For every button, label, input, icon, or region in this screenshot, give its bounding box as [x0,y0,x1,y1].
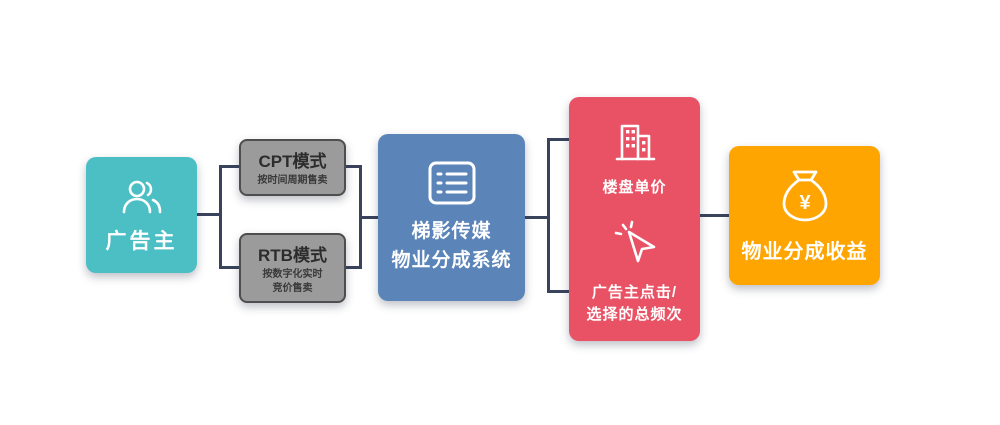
click-cursor-icon [610,220,660,270]
revenue-node: ¥ 物业分成收益 [729,146,880,285]
connector-to-pricing-top [547,138,569,141]
rtb-title: RTB模式 [258,246,327,265]
cpt-mode-node: CPT模式 按时间周期售卖 [239,139,346,196]
advertiser-node: 广告主 [86,157,197,273]
cpt-title: CPT模式 [258,152,327,172]
advertiser-label: 广告主 [105,229,178,253]
money-bag-icon: ¥ [778,167,832,225]
connector-to-system [359,216,378,219]
server-list-icon [426,160,478,206]
pricing-factors-node: 楼盘单价 广告主点击/ 选择的总频次 [569,97,700,341]
revenue-label: 物业分成收益 [741,241,868,263]
connector-to-cpt [219,165,239,168]
pricing-factor2-label: 广告主点击/ 选择的总频次 [586,282,682,327]
rtb-subtitle-line1: 按数字化实时 [262,269,323,280]
svg-text:¥: ¥ [799,192,811,214]
rtb-subtitle-line2: 竞价售卖 [272,282,313,294]
pricing-factor2-line1: 广告主点击/ [591,283,678,301]
building-icon [612,119,658,165]
system-title-line2: 物业分成系统 [391,249,512,271]
connector-to-revenue [700,214,729,217]
system-title: 梯影传媒 物业分成系统 [391,218,511,275]
system-node: 梯影传媒 物业分成系统 [378,134,525,301]
rtb-subtitle: 按数字化实时 竞价售卖 [263,268,323,295]
connector-to-pricing-bottom [547,290,569,293]
connector-split-vertical [219,165,222,269]
cpt-subtitle: 按时间周期售卖 [257,175,328,187]
pricing-factor1-label: 楼盘单价 [602,179,667,196]
pricing-factor2-line2: 选择的总频次 [586,306,683,323]
rtb-mode-node: RTB模式 按数字化实时 竞价售卖 [239,233,346,303]
users-group-icon [115,176,169,218]
connector-rtb-out [346,266,362,269]
connector-to-rtb [219,266,239,269]
connector-pricing-vertical [547,138,550,293]
system-title-line1: 梯影传媒 [411,221,492,242]
connector-system-out [525,216,550,219]
connector-advertiser-out [197,213,222,216]
connector-cpt-out [346,165,362,168]
